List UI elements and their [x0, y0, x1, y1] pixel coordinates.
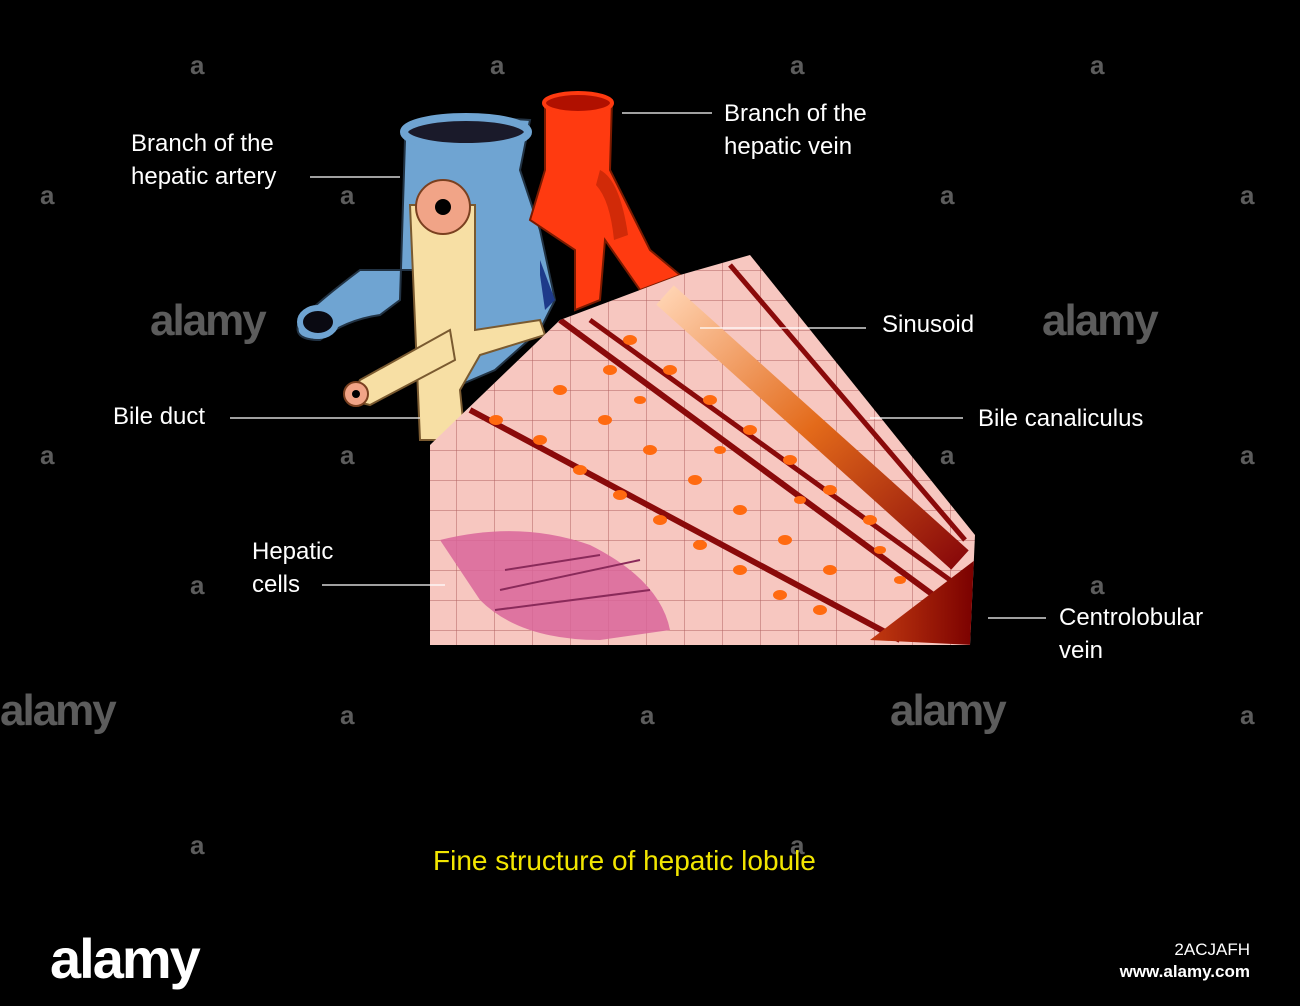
label-hepatic-cells: Hepatic cells [252, 535, 333, 601]
watermark-word: alamy [150, 296, 267, 345]
watermark-word: alamy [890, 686, 1007, 735]
watermark-a: a [1240, 700, 1255, 730]
label-line: Centrolobular [1059, 604, 1204, 631]
watermark-a: a [340, 440, 355, 470]
image-id: 2ACJAFH [1174, 940, 1250, 959]
label-bile-duct: Bile duct [113, 400, 205, 433]
watermark-a: a [490, 50, 505, 80]
watermark-a: a [790, 50, 805, 80]
watermark-a: a [340, 700, 355, 730]
label-line: hepatic vein [724, 133, 853, 160]
leader-lines [230, 112, 1046, 619]
figure-caption: Fine structure of hepatic lobule [433, 845, 816, 876]
centrolobular-vein-mass [870, 560, 975, 645]
watermark-word: alamy [1042, 296, 1159, 345]
watermark-a: a [640, 700, 655, 730]
label-sinusoid: Sinusoid [882, 308, 974, 341]
watermark-a: a [940, 180, 955, 210]
label-line: Bile duct [113, 403, 206, 430]
label-line: Branch of the [724, 100, 867, 127]
watermark-a: a [1240, 180, 1255, 210]
nuclei [489, 335, 906, 615]
label-line: Bile canaliculus [978, 405, 1144, 432]
watermark-a: a [940, 440, 955, 470]
watermark-a: a [1090, 570, 1105, 600]
source-url: www.alamy.com [1119, 962, 1250, 981]
watermark-a: a [190, 50, 205, 80]
label-line: vein [1059, 637, 1104, 664]
watermark-word: alamy [0, 686, 117, 735]
bile-duct [343, 179, 547, 441]
label-line: cells [252, 571, 301, 598]
label-hepatic-artery: Branch of the hepatic artery [131, 127, 276, 193]
label-line: Hepatic [252, 538, 334, 565]
label-line: Sinusoid [882, 311, 975, 338]
label-bile-canaliculus: Bile canaliculus [978, 402, 1143, 435]
hepatic-vein [528, 91, 682, 312]
label-line: hepatic artery [131, 163, 277, 190]
label-line: Branch of the [131, 130, 274, 157]
watermark-a: a [190, 830, 205, 860]
label-centrolobular-vein: Centrolobular vein [1059, 601, 1203, 667]
watermark-a: a [1090, 50, 1105, 80]
brand-logo: alamy [50, 927, 201, 990]
watermark-a: a [190, 570, 205, 600]
watermark-a: a [40, 440, 55, 470]
watermark-a: a [40, 180, 55, 210]
watermark-a: a [1240, 440, 1255, 470]
label-hepatic-vein: Branch of the hepatic vein [724, 97, 867, 163]
watermark-a: a [790, 830, 805, 860]
watermark-a: a [340, 180, 355, 210]
